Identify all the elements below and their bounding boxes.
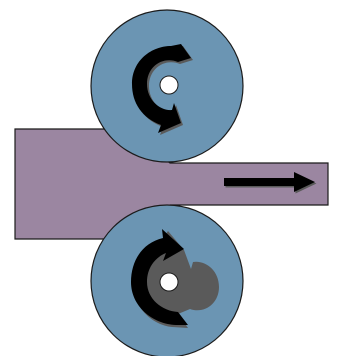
bottom-roller bbox=[91, 205, 243, 356]
bottom-roller-hub bbox=[160, 273, 178, 291]
top-roller bbox=[91, 10, 243, 162]
top-roller-hub bbox=[160, 76, 178, 94]
